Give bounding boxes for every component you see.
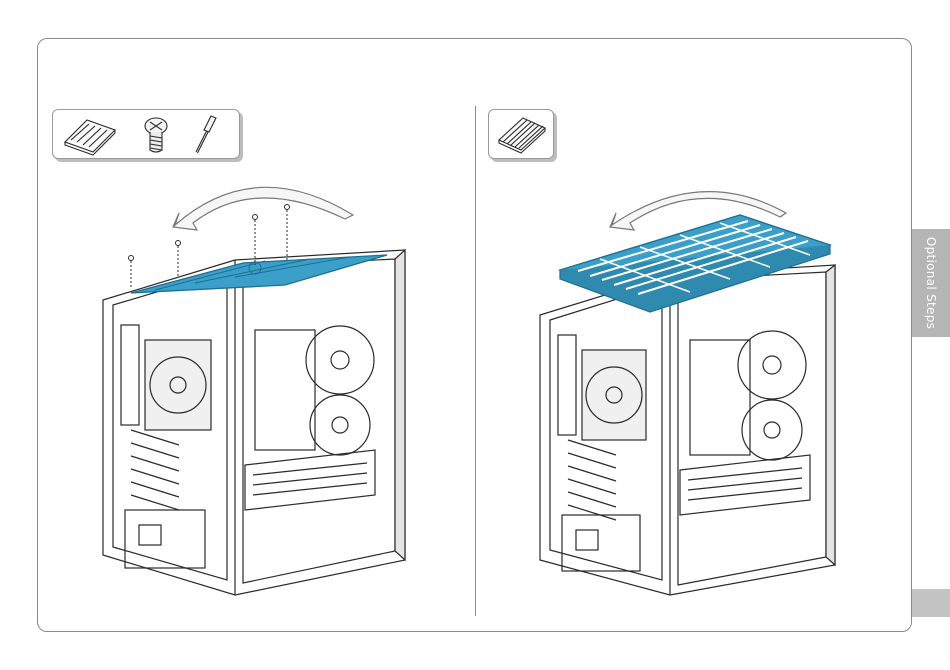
illustration-remove-dust-filter [530, 175, 870, 600]
optional-steps-label: Optional Steps [924, 237, 938, 329]
illustration-remove-top-bracket [95, 175, 425, 600]
panel-divider [475, 106, 476, 616]
screw-icon [145, 118, 167, 152]
removal-arrow [173, 187, 353, 230]
tools-box-left [52, 109, 240, 159]
dust-filter-icon [499, 118, 545, 153]
screwdriver-icon [196, 116, 216, 153]
dust-filter-icon [65, 120, 115, 155]
page-tab-marker [912, 589, 950, 617]
optional-steps-tab[interactable]: Optional Steps [912, 229, 950, 337]
tools-box-right [488, 109, 554, 159]
